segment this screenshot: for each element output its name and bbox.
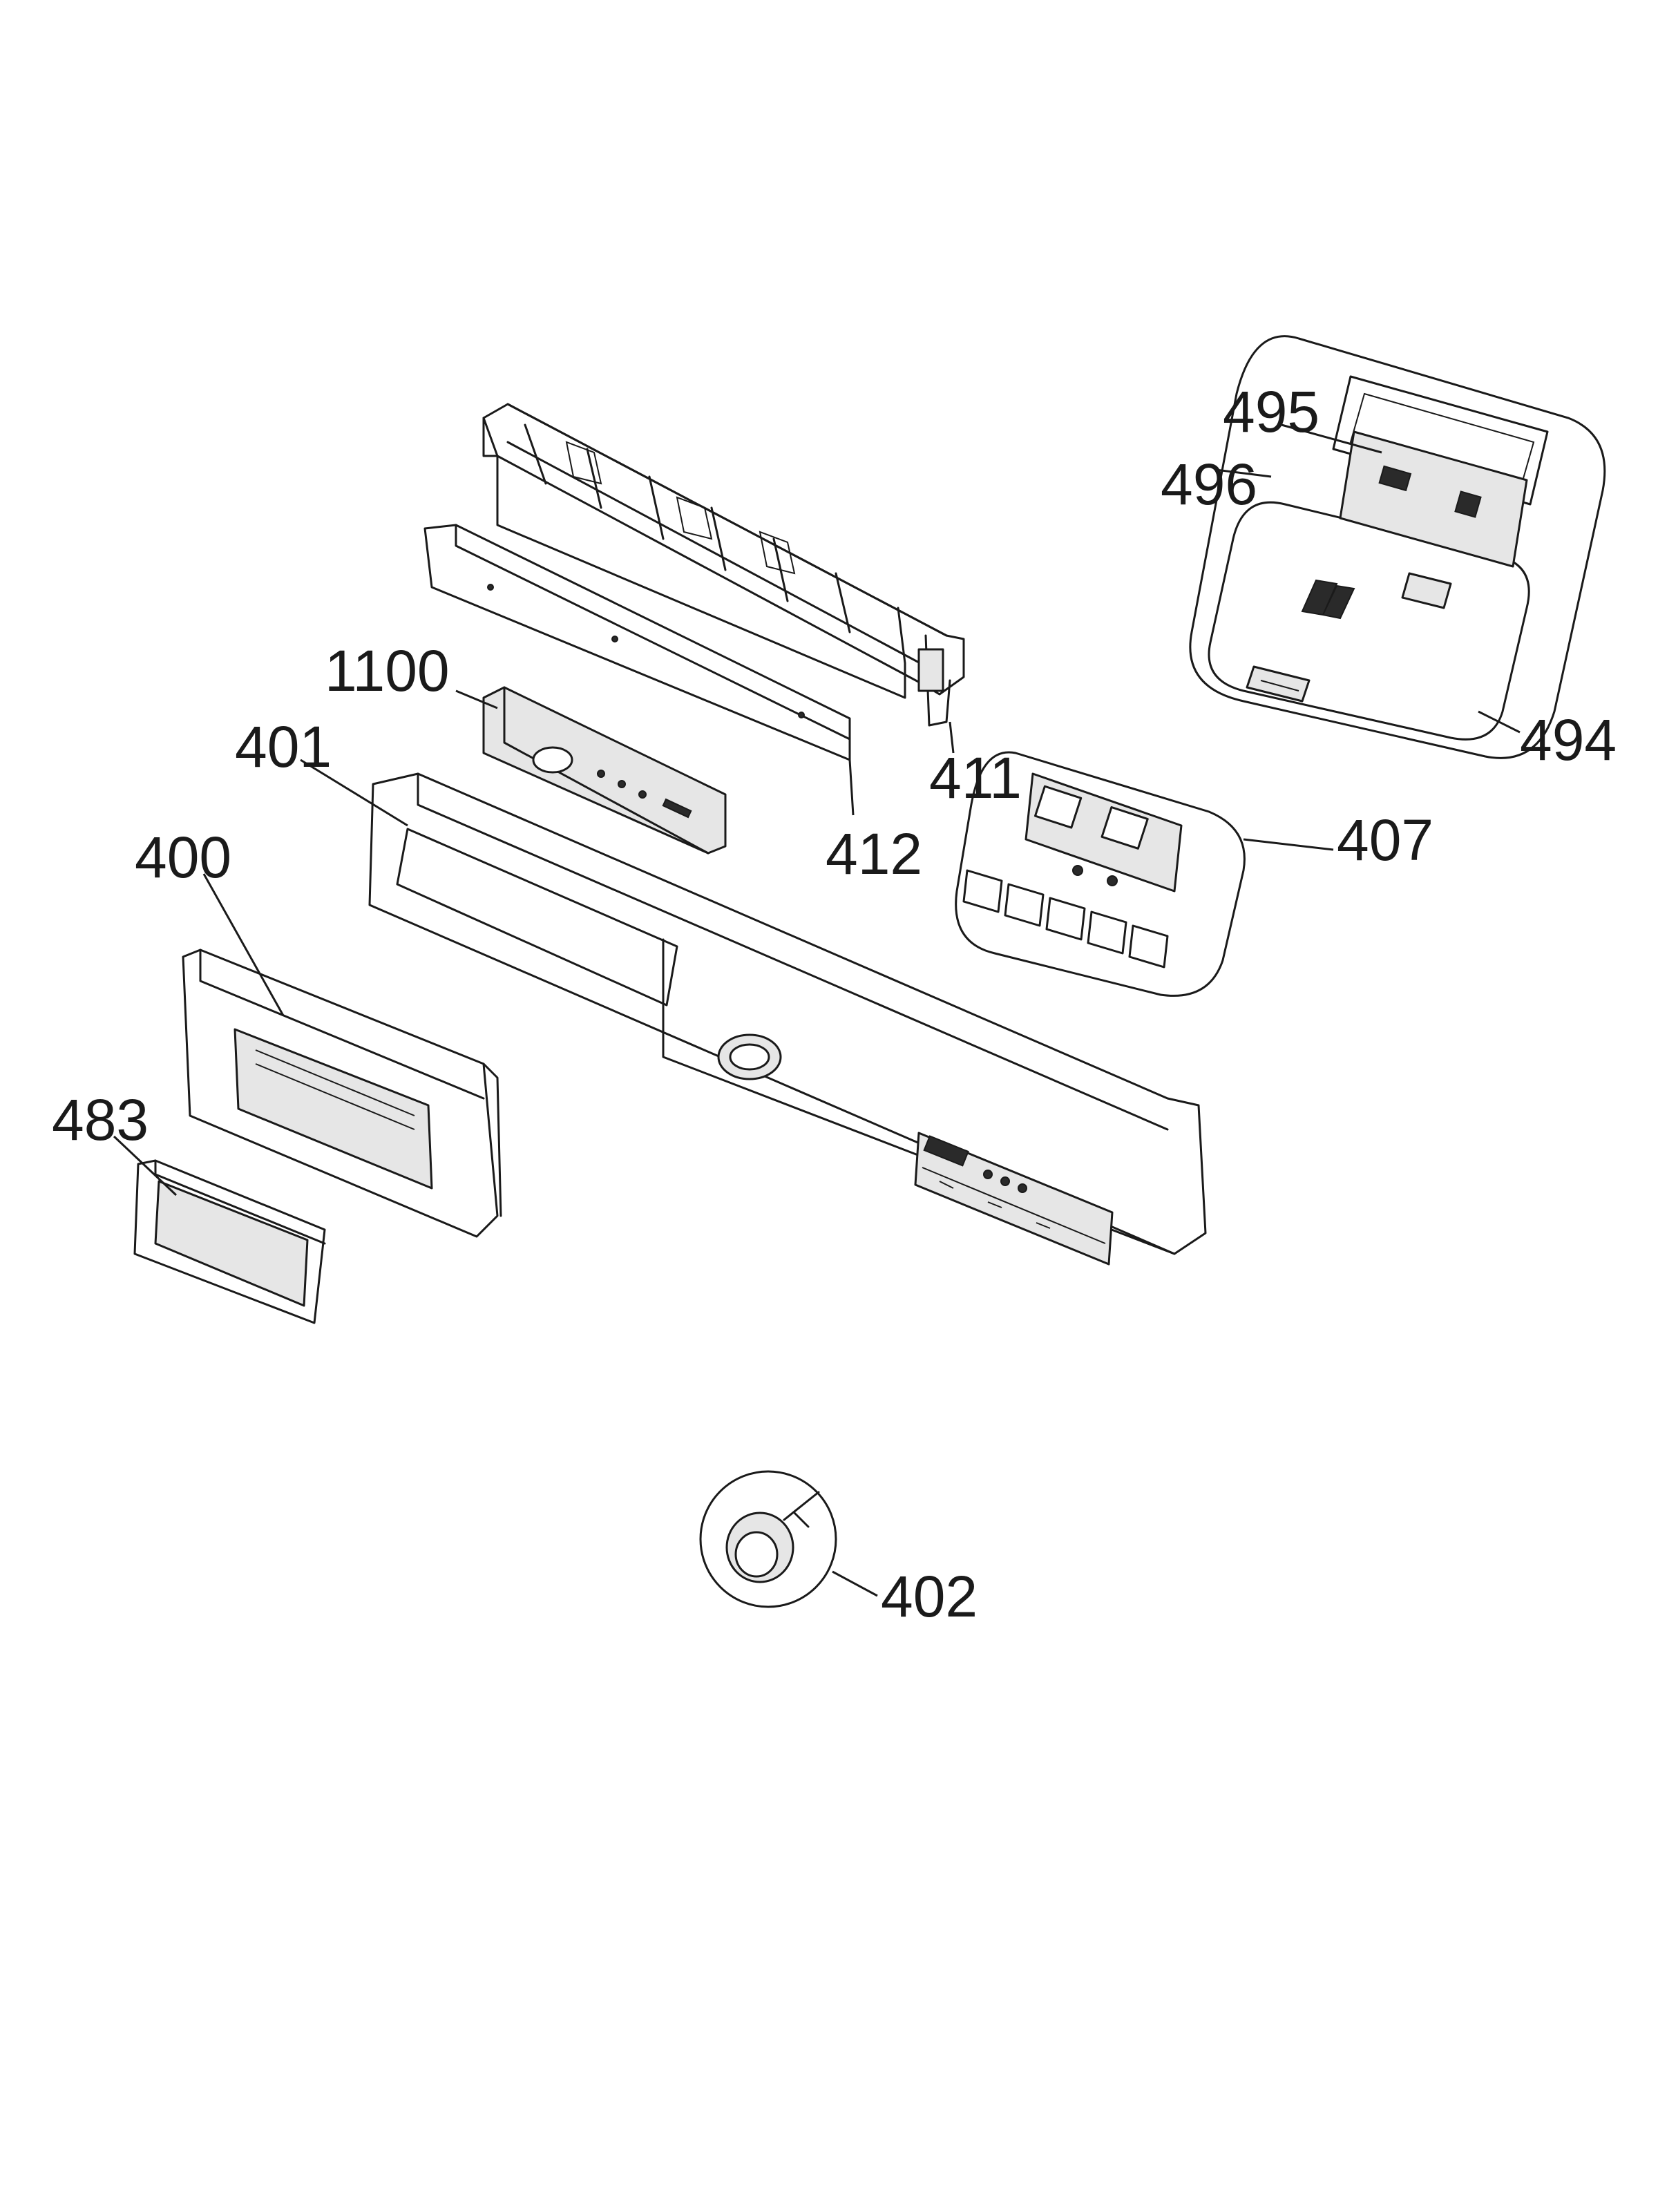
part-400-drawer-front — [182, 948, 502, 1238]
label-407: 407 — [1337, 808, 1433, 873]
label-411: 411 — [929, 745, 1022, 810]
label-1100: 1100 — [325, 638, 450, 703]
label-496: 496 — [1161, 452, 1257, 517]
part-483-drawer-handle — [133, 1159, 326, 1324]
label-412: 412 — [826, 821, 922, 886]
part-402-knob — [699, 1470, 837, 1608]
part-494-495-496-electronics-group — [1189, 335, 1606, 759]
label-494: 494 — [1520, 707, 1617, 772]
label-402: 402 — [881, 1564, 978, 1629]
part-401-control-panel — [368, 772, 1207, 1266]
label-400: 400 — [135, 825, 231, 890]
label-483: 483 — [52, 1087, 149, 1152]
part-411-frame — [482, 403, 965, 727]
part-412-strip — [423, 524, 851, 761]
part-407-button-group — [955, 751, 1246, 997]
label-401: 401 — [235, 714, 332, 779]
leader-lines — [113, 423, 1521, 1597]
part-1100-control-module — [482, 686, 727, 855]
label-495: 495 — [1223, 379, 1319, 444]
